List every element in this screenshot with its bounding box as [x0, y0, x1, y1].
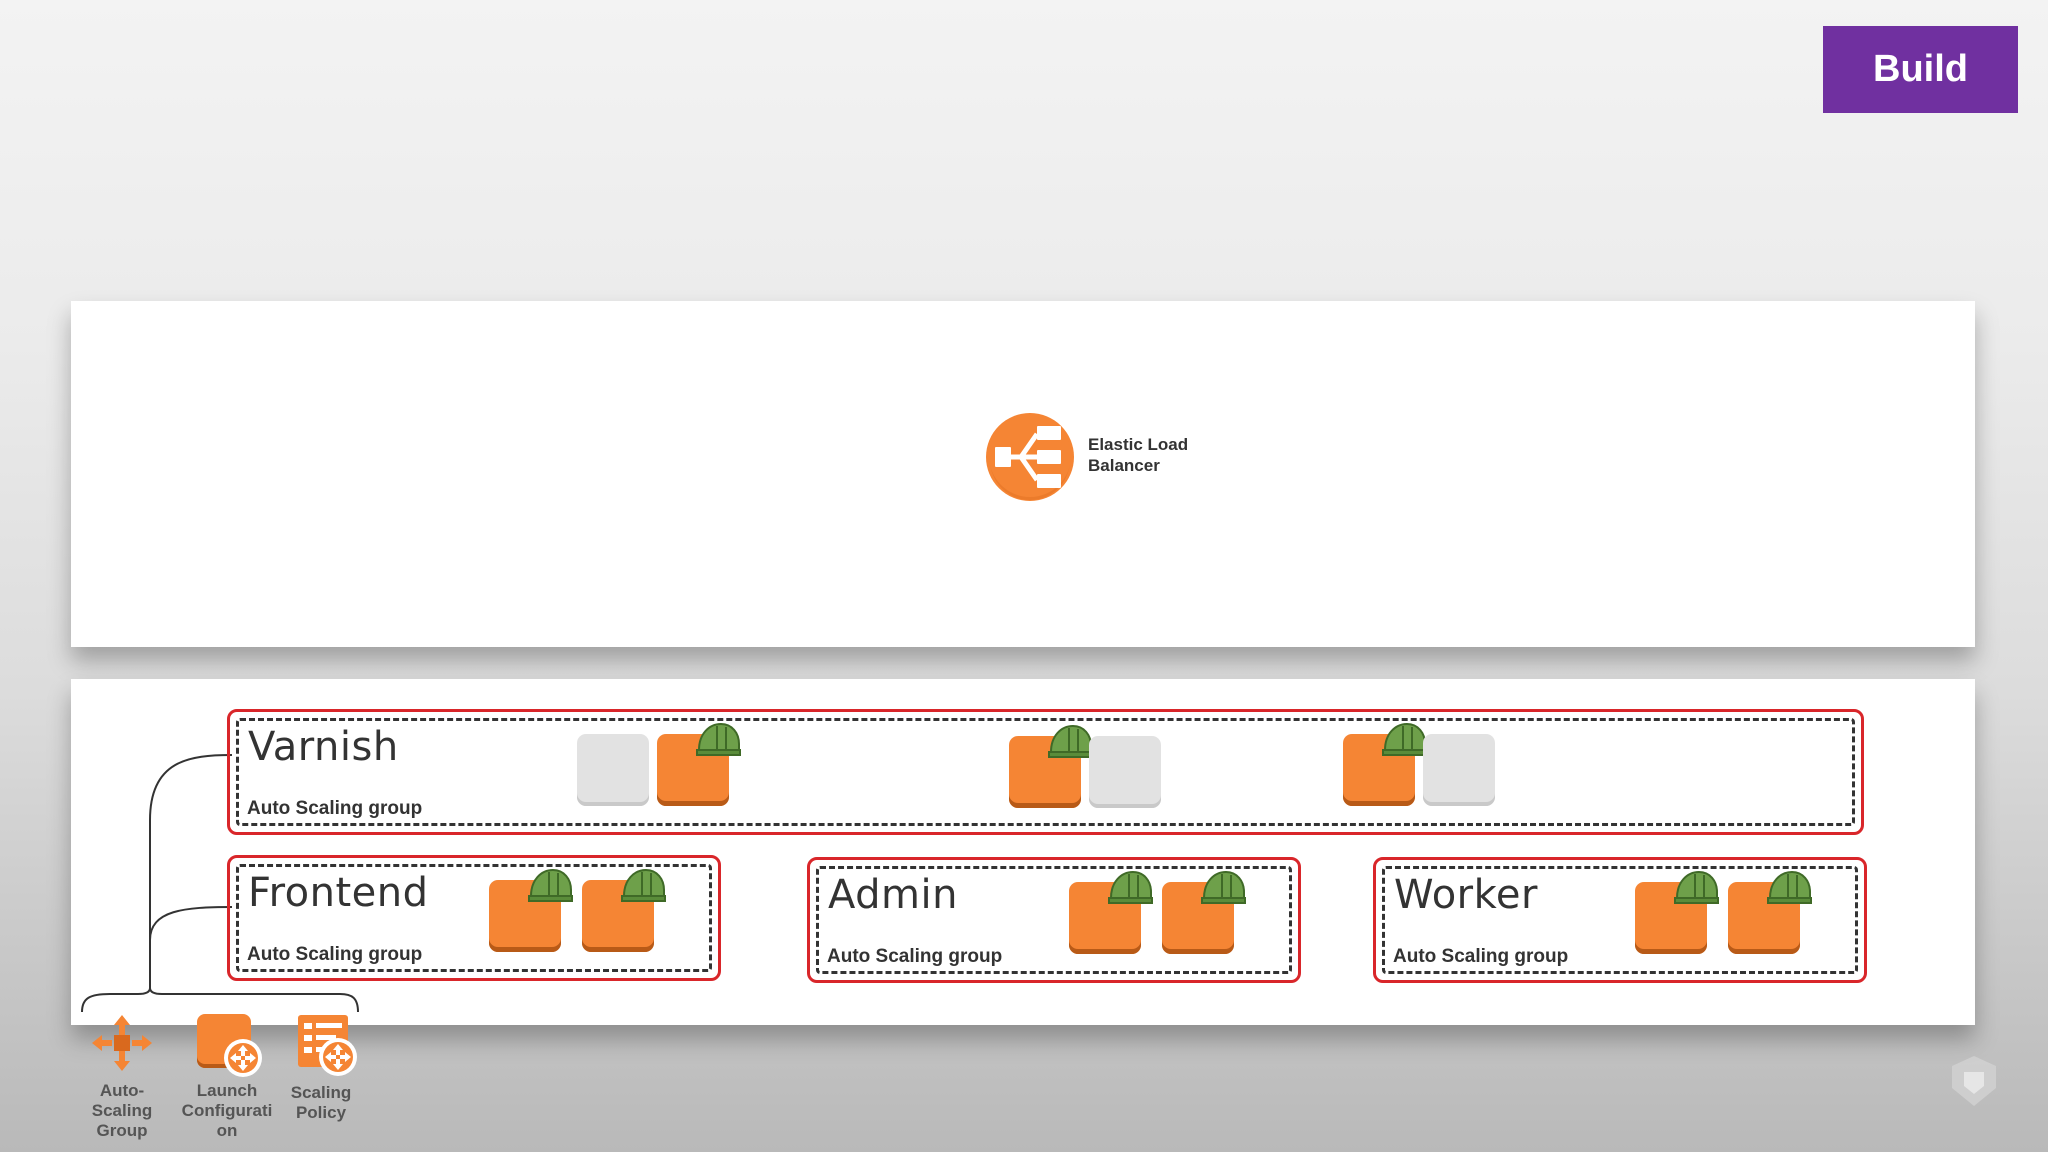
admin-group: Admin Auto Scaling group — [807, 857, 1301, 983]
scaling-arrows-badge-icon — [224, 1039, 262, 1077]
legend-sp-line2: Policy — [295, 1103, 347, 1122]
hard-hat-icon — [620, 866, 666, 904]
worker-group-inner — [1382, 866, 1858, 974]
instance-inactive — [1089, 730, 1161, 808]
instance-active — [1009, 730, 1081, 808]
launch-configuration-icon — [197, 1014, 262, 1077]
group-title: Frontend — [248, 870, 429, 916]
elb-label: Elastic Load Balancer — [1088, 434, 1248, 476]
hard-hat-icon — [527, 866, 573, 904]
legend-asg-line2: Scaling — [91, 1101, 153, 1120]
hard-hat-icon — [1047, 722, 1093, 760]
varnish-group-inner — [236, 718, 1855, 826]
frontend-group: Frontend Auto Scaling group — [227, 855, 721, 981]
instance-active — [582, 874, 654, 952]
legend-asg-label: Auto- Scaling Group — [67, 1081, 177, 1141]
varnish-group: Varnish Auto Scaling group — [227, 709, 1864, 835]
frontend-group-inner — [236, 864, 712, 972]
legend-lc-label: Launch Configurati on — [172, 1081, 282, 1141]
group-subtitle: Auto Scaling group — [247, 944, 423, 965]
instance-active — [1069, 876, 1141, 954]
legend-lc-line1: Launch — [196, 1081, 258, 1100]
legend-lc-line2: Configurati — [181, 1101, 273, 1120]
instance-inactive — [577, 728, 649, 806]
hard-hat-icon — [1200, 868, 1246, 906]
hard-hat-icon — [1673, 868, 1719, 906]
group-title: Admin — [828, 872, 958, 918]
legend-asg-line3: Group — [96, 1121, 148, 1140]
elb-label-line1: Elastic Load — [1088, 435, 1189, 454]
scaling-policy-icon — [296, 1013, 364, 1077]
instance-active — [1635, 876, 1707, 954]
scaling-arrows-badge-icon — [319, 1038, 357, 1076]
group-subtitle: Auto Scaling group — [1393, 946, 1569, 967]
auto-scaling-group-icon — [92, 1015, 152, 1071]
legend-sp-label: Scaling Policy — [266, 1083, 376, 1123]
group-title: Worker — [1394, 872, 1538, 918]
legend-asg-line1: Auto- — [99, 1081, 145, 1100]
elb-label-line2: Balancer — [1088, 456, 1160, 475]
instance-inactive — [1423, 728, 1495, 806]
hard-hat-icon — [1766, 868, 1812, 906]
group-subtitle: Auto Scaling group — [247, 798, 423, 819]
instance-active — [1343, 728, 1415, 806]
instance-active — [489, 874, 561, 952]
shield-logo-icon — [1952, 1056, 1996, 1106]
instance-active — [1162, 876, 1234, 954]
hard-hat-icon — [1107, 868, 1153, 906]
admin-group-inner — [816, 866, 1292, 974]
hard-hat-icon — [695, 720, 741, 758]
group-subtitle: Auto Scaling group — [827, 946, 1003, 967]
legend-sp-line1: Scaling — [290, 1083, 352, 1102]
instance-active — [657, 728, 729, 806]
hard-hat-icon — [1381, 720, 1427, 758]
instance-active — [1728, 876, 1800, 954]
elastic-load-balancer-icon — [986, 413, 1074, 501]
worker-group: Worker Auto Scaling group — [1373, 857, 1867, 983]
legend-lc-line3: on — [216, 1121, 238, 1140]
group-title: Varnish — [248, 724, 399, 770]
build-badge: Build — [1823, 26, 2018, 113]
